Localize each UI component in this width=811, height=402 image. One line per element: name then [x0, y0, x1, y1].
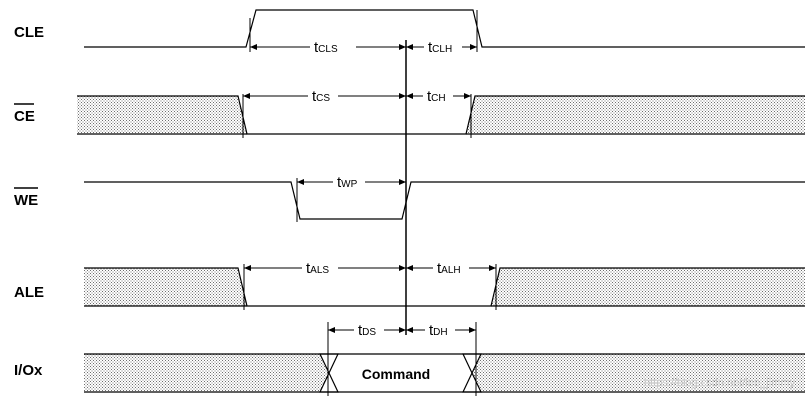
- label-talh: tALH: [437, 260, 461, 277]
- label-twp: tWP: [337, 174, 358, 191]
- io-dontcare-left: [84, 354, 329, 392]
- cle-waveform: [84, 9, 805, 48]
- ce-waveform: [77, 95, 805, 135]
- io-left-cross: [320, 353, 339, 393]
- signal-label-io: I/Ox: [14, 362, 43, 379]
- label-tcls: tCLS: [314, 39, 338, 56]
- ale-dontcare-right: [491, 268, 805, 306]
- io-right-cross: [462, 353, 481, 393]
- signal-label-cle: CLE: [14, 24, 44, 41]
- io-command-label: Command: [362, 366, 430, 382]
- watermark: https://blog.csdn.net/lee_jimmy: [644, 377, 796, 389]
- signal-label-we: WE: [14, 192, 38, 209]
- label-tcs: tCS: [312, 88, 330, 105]
- label-tds: tDS: [358, 322, 376, 339]
- ale-waveform: [84, 267, 805, 307]
- ce-dontcare-right: [466, 96, 805, 134]
- label-tals: tALS: [306, 260, 329, 277]
- signal-label-ce: CE: [14, 108, 35, 125]
- ale-dontcare-left: [84, 268, 247, 306]
- io-dontcare-right: [472, 354, 805, 392]
- label-tclh: tCLH: [428, 39, 452, 56]
- label-tdh: tDH: [429, 322, 448, 339]
- signal-label-ale: ALE: [14, 284, 44, 301]
- label-tch: tCH: [427, 88, 446, 105]
- edge-ticks: [242, 10, 497, 396]
- timing-labels: tCLS tCLH tCS tCH tWP tALS tALH tDS tDH: [302, 38, 469, 339]
- dimension-lines: [243, 44, 496, 333]
- ce-dontcare-left: [77, 96, 247, 134]
- we-waveform: [84, 181, 805, 220]
